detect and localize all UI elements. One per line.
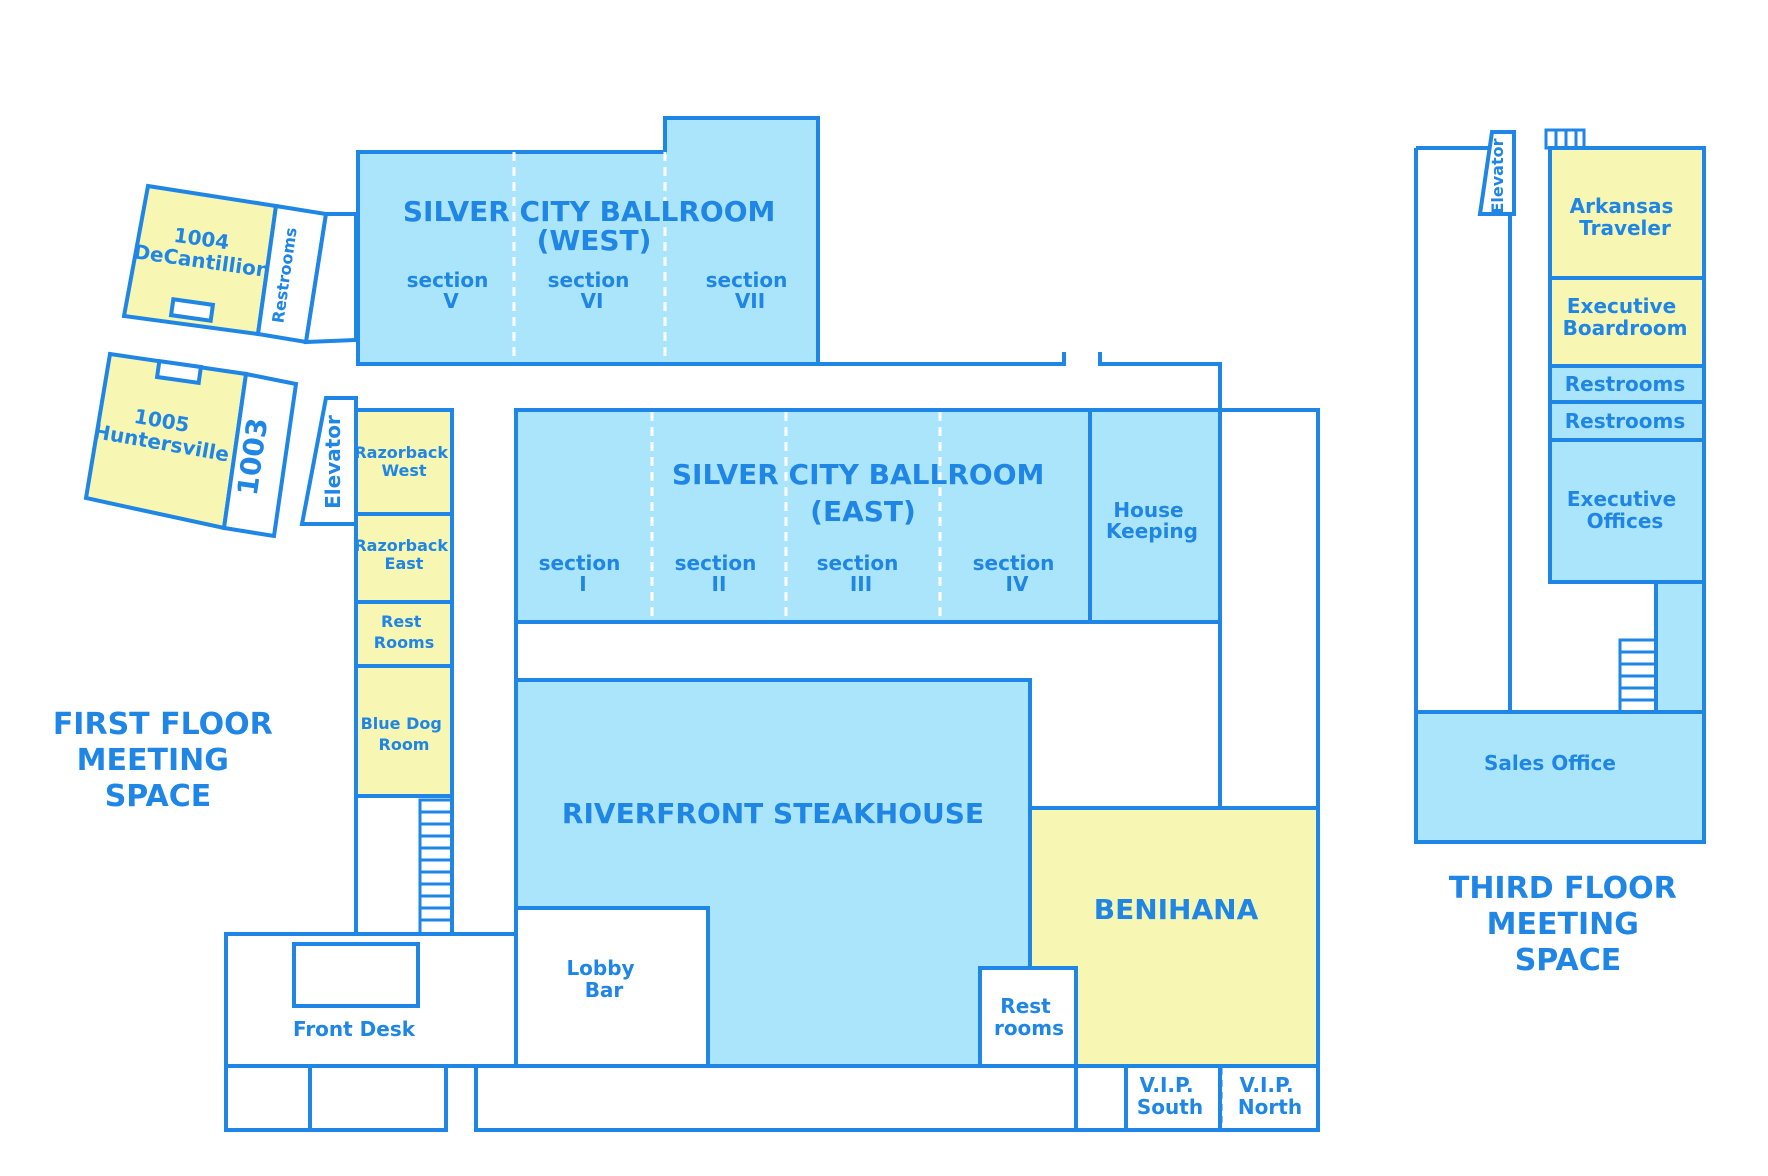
east-section-iv-label: section IV [973, 551, 1062, 596]
executive-offices[interactable]: Executive Offices [1548, 438, 1706, 584]
rest-rooms-benihana-label: Rest rooms [994, 994, 1064, 1040]
west-section-vi-label: section VI [548, 268, 637, 313]
west-ballroom[interactable]: SILVER CITY BALLROOM (WEST) [356, 116, 820, 366]
rest-rooms-first-floor[interactable]: Rest Rooms [354, 600, 454, 668]
third-floor-stair-landing [1654, 580, 1706, 720]
blue-dog-label: Blue Dog Room [361, 714, 448, 754]
razorback-west-room[interactable]: Razorback West [354, 408, 454, 516]
executive-boardroom-label: Executive Boardroom [1563, 294, 1688, 340]
front-desk-label: Front Desk [293, 1017, 416, 1041]
restrooms-third-1-label: Restrooms [1565, 372, 1686, 396]
room-1005[interactable]: 1005 Huntersville 1003 [83, 351, 299, 539]
elevator-third-label: Elevator [1488, 138, 1507, 213]
room-1004[interactable]: 1004 DeCantillion Restrooms [121, 183, 358, 345]
rest-rooms-first-label: Rest Rooms [374, 612, 435, 652]
sales-office[interactable]: Sales Office [1414, 710, 1706, 844]
lower-corridor[interactable] [474, 1064, 1078, 1132]
corridor-wall [818, 352, 1066, 366]
elevator-first-floor[interactable]: Elevator [299, 396, 358, 526]
rest-rooms-benihana[interactable]: Rest rooms [978, 966, 1078, 1068]
east-section-i-label: section I [539, 551, 628, 596]
west-ballroom-title: SILVER CITY BALLROOM (WEST) [403, 195, 785, 257]
elevator-label: Elevator [321, 415, 345, 509]
east-section-ii-label: section II [675, 551, 764, 596]
elevator-third-floor[interactable]: Elevator [1477, 130, 1516, 216]
stairs-first-floor [418, 798, 454, 936]
house-keeping-label: House Keeping [1106, 498, 1198, 543]
executive-boardroom[interactable]: Executive Boardroom [1548, 276, 1706, 368]
razorback-east-room[interactable]: Razorback East [354, 512, 454, 604]
lobby-bar[interactable]: Lobby Bar [514, 906, 710, 1068]
vip-north-room[interactable]: V.I.P. North [1218, 1064, 1320, 1132]
west-section-v-label: section V [407, 268, 496, 313]
sales-office-label: Sales Office [1484, 751, 1616, 775]
west-section-vii-label: section VII [706, 268, 795, 313]
arkansas-traveler-room[interactable]: Arkansas Traveler [1548, 146, 1706, 280]
lower-room[interactable] [1074, 1064, 1128, 1132]
stairs-third-top [1544, 128, 1586, 150]
blue-dog-room[interactable]: Blue Dog Room [354, 664, 454, 798]
vip-south-label: V.I.P. South [1137, 1073, 1203, 1119]
east-ballroom[interactable]: SILVER CITY BALLROOM (EAST) [514, 408, 1092, 624]
executive-offices-label: Executive Offices [1567, 487, 1683, 533]
corridor-wall [1098, 352, 1222, 410]
steakhouse-label: RIVERFRONT STEAKHOUSE [562, 797, 984, 830]
restrooms-third-2[interactable]: Restrooms [1548, 400, 1706, 442]
east-ballroom-title: SILVER CITY BALLROOM (EAST) [672, 458, 1054, 528]
restrooms-third-1[interactable]: Restrooms [1548, 364, 1706, 404]
benihana-label: BENIHANA [1094, 893, 1259, 926]
lobby-bar-label: Lobby Bar [566, 956, 641, 1002]
vip-south-room[interactable]: V.I.P. South [1124, 1064, 1222, 1132]
stairs-third-floor [1618, 638, 1658, 714]
razorback-east-label: Razorback East [354, 536, 453, 573]
restrooms-third-2-label: Restrooms [1565, 409, 1686, 433]
razorback-west-label: Razorback West [354, 443, 453, 480]
house-keeping-room[interactable]: House Keeping [1088, 408, 1222, 624]
lower-room[interactable] [224, 1064, 312, 1132]
third-floor-title: THIRD FLOOR MEETING SPACE [1449, 871, 1687, 978]
first-floor-title: FIRST FLOOR MEETING SPACE [53, 707, 283, 814]
east-section-iii-label: section III [817, 551, 906, 596]
lower-room[interactable] [308, 1064, 448, 1132]
front-desk-area[interactable]: Front Desk [224, 932, 518, 1068]
arkansas-traveler-label: Arkansas Traveler [1570, 194, 1681, 240]
vip-north-label: V.I.P. North [1238, 1073, 1302, 1119]
